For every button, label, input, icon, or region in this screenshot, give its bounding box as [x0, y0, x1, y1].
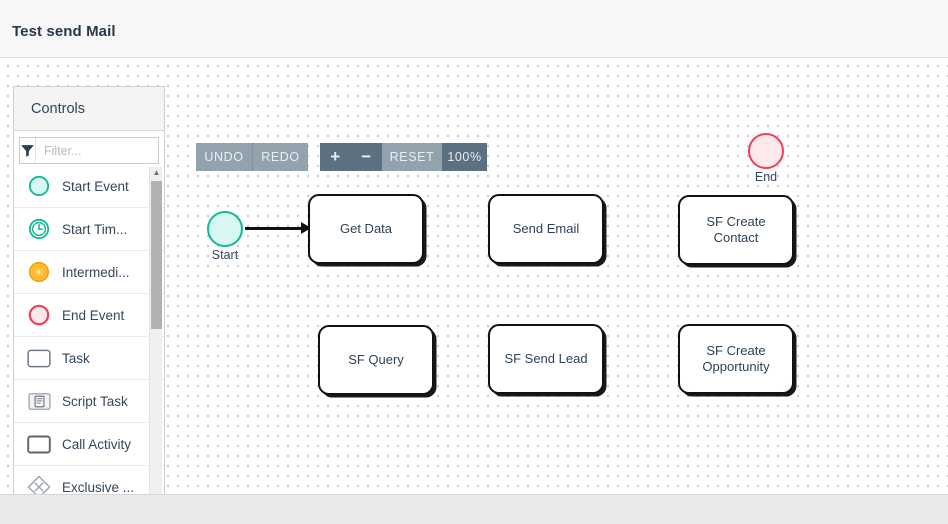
palette-item-label: Task — [62, 350, 90, 366]
task-node-sf-send-lead[interactable]: SF Send Lead — [488, 324, 604, 394]
start-event-icon — [26, 173, 52, 199]
zoom-out-button[interactable]: − — [351, 143, 382, 171]
palette-item-label: Call Activity — [62, 436, 132, 452]
undo-button[interactable]: UNDO — [196, 143, 252, 171]
palette-item-label: Start Tim... — [62, 221, 128, 237]
task-node-get-data[interactable]: Get Data — [308, 194, 424, 264]
palette-item-list[interactable]: Start Event Start Tim... — [14, 165, 164, 494]
zoom-level-display: 100% — [442, 143, 487, 171]
reset-zoom-button[interactable]: RESET — [382, 143, 442, 171]
footer-bar — [0, 494, 948, 524]
palette-item-intermediate-event[interactable]: Intermedi... — [14, 251, 164, 294]
filter-icon[interactable] — [20, 138, 36, 163]
triangle-up-icon[interactable]: ▲ — [152, 168, 161, 177]
palette-item-start-timer-event[interactable]: Start Tim... — [14, 208, 164, 251]
task-node-sf-create-opportunity[interactable]: SF Create Opportunity — [678, 324, 794, 394]
start-timer-event-icon — [26, 216, 52, 242]
redo-button[interactable]: REDO — [253, 143, 308, 171]
palette-header: Controls — [14, 87, 164, 131]
task-node-sf-query[interactable]: SF Query — [318, 325, 434, 395]
filter-row[interactable] — [19, 137, 207, 164]
end-event-icon — [26, 302, 52, 328]
zoom-in-button[interactable]: + — [320, 143, 351, 171]
palette-item-end-event[interactable]: End Event — [14, 294, 164, 337]
task-icon — [26, 345, 52, 371]
palette-title: Controls — [31, 100, 85, 117]
end-event-label: End — [754, 170, 778, 184]
palette-item-call-activity[interactable]: Call Activity — [14, 423, 164, 466]
palette-item-label: Script Task — [62, 393, 128, 409]
palette-item-start-event[interactable]: Start Event — [14, 165, 164, 208]
exclusive-gateway-icon — [26, 474, 52, 494]
palette-item-script-task[interactable]: Script Task — [14, 380, 164, 423]
palette-item-label: Start Event — [62, 178, 129, 194]
toolbar-divider — [252, 143, 253, 171]
intermediate-event-icon — [26, 259, 52, 285]
title-bar: Test send Mail — [0, 0, 948, 58]
end-event-node[interactable] — [748, 133, 784, 169]
palette-item-label: End Event — [62, 307, 125, 323]
controls-palette: Controls Start Event — [13, 86, 207, 494]
palette-item-label: Intermedi... — [62, 264, 130, 280]
diagram-canvas[interactable]: Controls Start Event — [0, 58, 948, 494]
scrollbar-thumb[interactable] — [151, 181, 162, 329]
diagram-toolbar: UNDO REDO + − RESET 100% — [196, 143, 487, 171]
history-button-group: UNDO REDO — [196, 143, 308, 171]
call-activity-icon — [26, 431, 52, 457]
filter-input[interactable] — [36, 138, 207, 163]
page-title: Test send Mail — [12, 23, 116, 40]
connector-start-to-get-data — [245, 227, 303, 230]
palette-item-task[interactable]: Task — [14, 337, 164, 380]
zoom-button-group: + − RESET 100% — [320, 143, 487, 171]
start-event-label: Start — [211, 248, 239, 262]
start-event-node[interactable] — [207, 211, 243, 247]
task-node-send-email[interactable]: Send Email — [488, 194, 604, 264]
script-task-icon — [26, 388, 52, 414]
palette-item-label: Exclusive ... — [62, 479, 135, 495]
palette-item-exclusive-gateway[interactable]: Exclusive ... — [14, 466, 164, 494]
connector-arrowhead — [301, 222, 311, 234]
task-node-sf-create-contact[interactable]: SF Create Contact — [678, 195, 794, 265]
palette-scrollbar[interactable]: ▲ ▼ — [149, 167, 162, 494]
